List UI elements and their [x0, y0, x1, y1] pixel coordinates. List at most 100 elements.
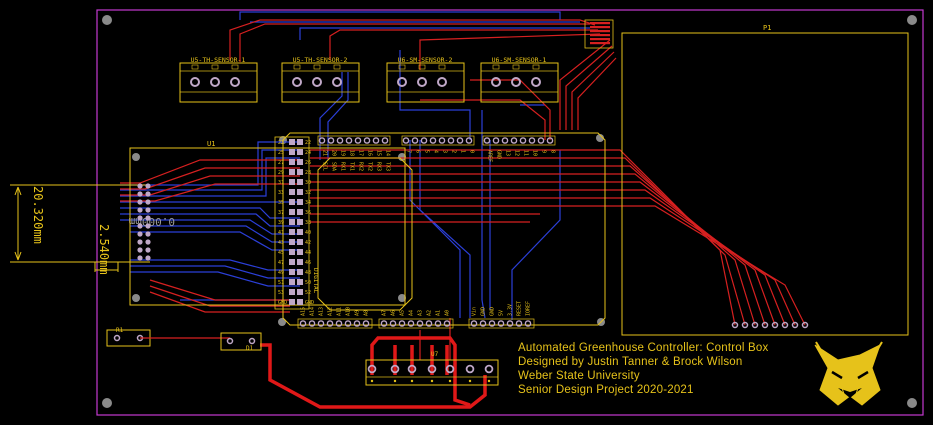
pin-label: 49 [278, 270, 284, 276]
pin-label: 1 [460, 150, 466, 153]
u7-pin-dots [370, 379, 491, 383]
pin-label: 32 [305, 190, 311, 196]
header-pad [345, 137, 353, 144]
header-pad [492, 137, 500, 144]
pin-label: 3.3V [508, 304, 514, 316]
header-pad [429, 137, 437, 144]
pin-label: A12 [328, 307, 334, 316]
sensor-pad [417, 77, 427, 87]
r1-label: R1 [116, 327, 124, 334]
r1-pad [113, 334, 121, 342]
bottom-header-outline [378, 318, 454, 329]
sensor-bottom-strip [480, 91, 559, 103]
digital-label: DIGITAL [312, 268, 319, 294]
header-pad [483, 137, 491, 144]
header-pad [297, 139, 303, 145]
header-pad [318, 137, 326, 144]
header-pad [326, 320, 334, 327]
header-pad [389, 320, 397, 327]
arduino-outline [282, 132, 606, 326]
header-pad [380, 320, 388, 327]
pin-label: A1 [436, 310, 442, 316]
sensor-bottom-strip [179, 91, 258, 103]
header-pad [479, 320, 487, 327]
pin-label: 3 [442, 150, 448, 153]
pin-label: 45 [278, 250, 284, 256]
header-pad [297, 169, 303, 175]
pin-label: 47 [278, 260, 284, 266]
pin-label: A11 [337, 307, 343, 316]
header-pad [297, 149, 303, 155]
bottom-copper-traces [120, 11, 590, 320]
left-header-outline [274, 136, 310, 310]
pin-label: GND [496, 150, 502, 159]
u7-inner [365, 376, 499, 386]
wildcat-logo-icon [814, 341, 883, 406]
pin-label: 34 [305, 200, 311, 206]
dimension-annotations [10, 184, 150, 272]
pin-label: A13 [319, 307, 325, 316]
pin-label: 15 [376, 150, 382, 156]
pin-label: 5 [424, 150, 430, 153]
pin-label: 36 [305, 210, 311, 216]
header-pad [438, 137, 446, 144]
d1-label: D1 [246, 345, 254, 352]
header-pad [434, 320, 442, 327]
header-pad [289, 289, 295, 295]
pin-label: 28 [305, 170, 311, 176]
pin-label: 19 [340, 150, 346, 156]
sensor-pad [511, 77, 521, 87]
pin-label: 27 [278, 160, 284, 166]
header-pad [510, 137, 518, 144]
header-pad [289, 189, 295, 195]
pin-label: 29 [278, 170, 284, 176]
header-pad [289, 149, 295, 155]
pin-label: 2 [451, 150, 457, 153]
board-info-text: Automated Greenhouse Controller: Control… [518, 341, 768, 397]
pin-label: 23 [278, 140, 284, 146]
pin-label: GND [490, 307, 496, 316]
sensor-pad [292, 77, 302, 87]
header-pad [344, 320, 352, 327]
pin-label: 20 [331, 150, 337, 156]
header-pad [506, 320, 514, 327]
header-pad [398, 320, 406, 327]
pin-label: 44 [305, 250, 311, 256]
header-pad [297, 289, 303, 295]
pin-label: A4 [409, 310, 415, 316]
pin-label: 5V [499, 310, 505, 316]
board-outline [96, 9, 924, 416]
pin-function-label: SDA [331, 162, 337, 171]
sensor-slot [512, 64, 520, 70]
sensor-label: U5-TH-SENSOR-1 [191, 56, 246, 64]
header-pad [289, 179, 295, 185]
pin-label: 37 [278, 210, 284, 216]
pin-label: A9 [355, 310, 361, 316]
header-pad [289, 299, 295, 305]
pin-label: 16 [367, 150, 373, 156]
header-pad [297, 269, 303, 275]
u1-label: U1 [207, 140, 215, 148]
pin-label: A7 [382, 310, 388, 316]
header-pad [501, 137, 509, 144]
pin-label: 51 [278, 280, 284, 286]
pin-label: AREF [487, 150, 493, 162]
pin-label: GND [305, 300, 314, 306]
sensor-slot [231, 64, 239, 70]
info-line-project: Senior Design Project 2020-2021 [518, 384, 694, 396]
dim-pitch-label: 2.540mm [97, 224, 111, 275]
pin-label: 38 [305, 220, 311, 226]
pin-label: 8 [550, 150, 556, 153]
sensor-pad [210, 77, 220, 87]
ribbon-connector [584, 19, 614, 49]
header-pad [297, 249, 303, 255]
d1-pad [226, 337, 234, 345]
pin-function-label: TX1 [349, 162, 355, 171]
header-pad [299, 320, 307, 327]
header-pad [297, 259, 303, 265]
pin-label: 14 [385, 150, 391, 156]
header-pad [465, 137, 473, 144]
